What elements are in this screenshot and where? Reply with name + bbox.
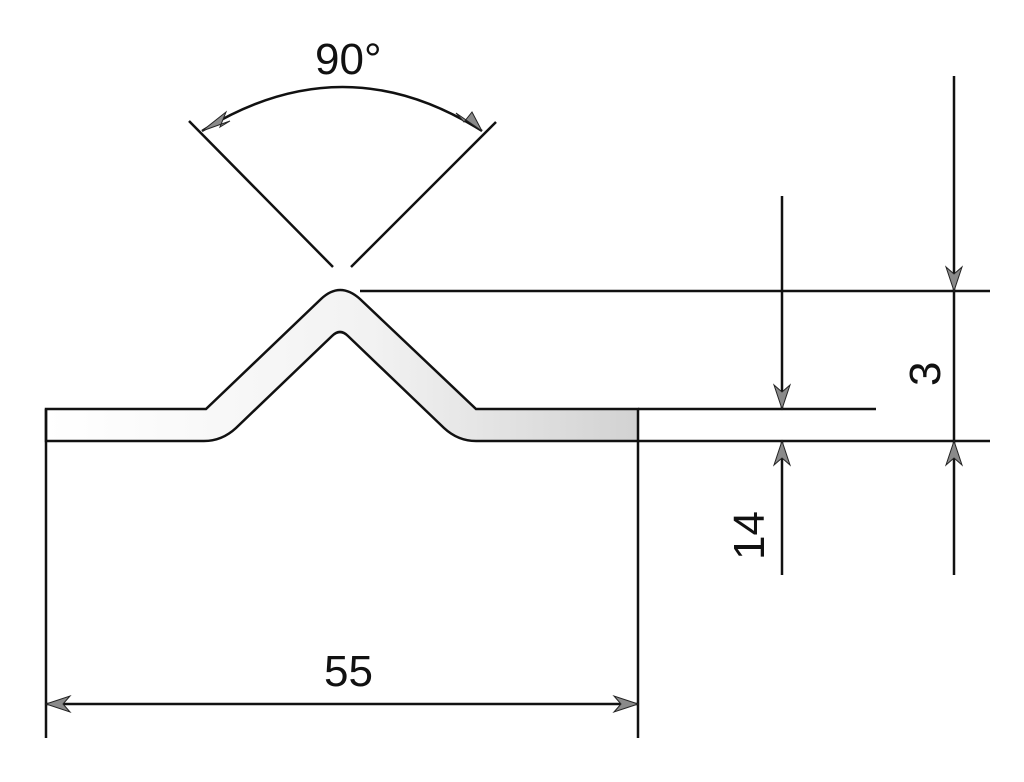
dim-14-arrow-up: [772, 439, 792, 467]
angle-arrow-right: [455, 111, 483, 132]
dim-3-label: 3: [901, 362, 950, 386]
angle-arrow-left: [201, 110, 231, 132]
sheet-profile: [44, 288, 640, 443]
dim-3-arrow-down: [944, 265, 964, 293]
dim-3-arrow-up: [944, 439, 964, 467]
width-arrow-right: [612, 694, 640, 714]
dim-14-label: 14: [725, 511, 774, 560]
angle-dimension-label: 90°: [315, 35, 382, 84]
width-dimension-label: 55: [324, 647, 373, 696]
width-arrow-left: [44, 694, 72, 714]
dim-14-arrow-down: [772, 383, 792, 411]
angle-extension-line-left: [188, 120, 334, 268]
angle-extension-line-right: [350, 121, 497, 268]
angle-dimension-arc: [201, 85, 483, 133]
